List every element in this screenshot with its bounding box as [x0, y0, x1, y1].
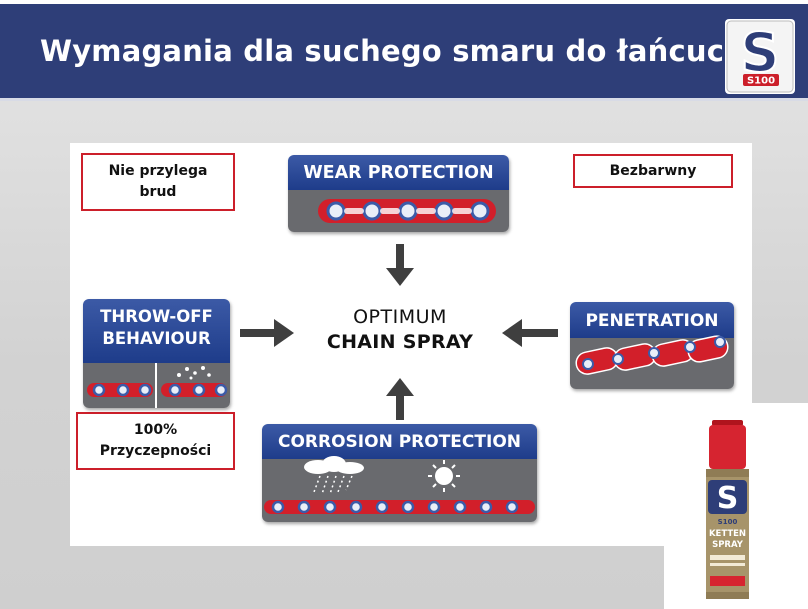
requirement-adhesion-box: 100% Przyczepności	[76, 412, 235, 470]
arrow-left-icon	[502, 319, 558, 347]
center-label: OPTIMUM CHAIN SPRAY	[300, 305, 500, 355]
chain-icon	[318, 199, 496, 223]
page-title: Wymagania dla suchego smaru do łańcucha	[40, 34, 765, 68]
can-brand-text: S100	[718, 518, 738, 526]
throw-off-label-line1: THROW-OFF	[100, 307, 213, 326]
requirement-dirt-box: Nie przylega brud	[81, 153, 235, 211]
requirement-adhesion-value: 100%	[133, 422, 178, 438]
header-rule	[0, 98, 808, 101]
wear-protection-label: WEAR PROTECTION	[288, 155, 509, 190]
chain-3d-icon	[575, 335, 729, 375]
requirement-colorless-label: Bezbarwny	[609, 162, 697, 179]
chain-spatter-icon	[87, 363, 228, 408]
penetration-tile: PENETRATION	[570, 302, 734, 389]
corrosion-protection-label: CORROSION PROTECTION	[262, 424, 537, 459]
corrosion-protection-tile: CORROSION PROTECTION	[262, 424, 537, 522]
penetration-label: PENETRATION	[570, 302, 734, 338]
rain-cloud-icon	[304, 456, 364, 495]
can-line2-text: SPRAY	[712, 540, 744, 550]
logo-text: S100	[747, 76, 775, 87]
throw-off-tile: THROW-OFF BEHAVIOUR	[83, 299, 230, 408]
throw-off-label: THROW-OFF BEHAVIOUR	[83, 299, 230, 363]
s100-logo-icon: S S100	[725, 19, 795, 94]
sun-icon	[428, 460, 460, 492]
wear-protection-tile: WEAR PROTECTION	[288, 155, 509, 232]
svg-text:S: S	[717, 481, 739, 516]
header-bar: Wymagania dla suchego smaru do łańcucha …	[0, 0, 808, 101]
arrow-down-icon	[386, 244, 414, 286]
throw-off-label-line2: BEHAVIOUR	[102, 329, 211, 348]
requirement-colorless-box: Bezbarwny	[573, 154, 733, 188]
requirement-dirt-label: Nie przylega brud	[108, 163, 208, 200]
weather-chain-icon	[264, 456, 535, 514]
arrow-right-icon	[240, 319, 294, 347]
center-label-line2: CHAIN SPRAY	[326, 331, 474, 353]
center-label-line1: OPTIMUM	[353, 306, 447, 328]
arrow-up-icon	[386, 378, 414, 420]
spray-can-icon: S S100 KETTEN SPRAY	[706, 420, 749, 599]
requirement-adhesion-label: Przyczepności	[99, 443, 212, 459]
can-line1-text: KETTEN	[709, 529, 746, 539]
